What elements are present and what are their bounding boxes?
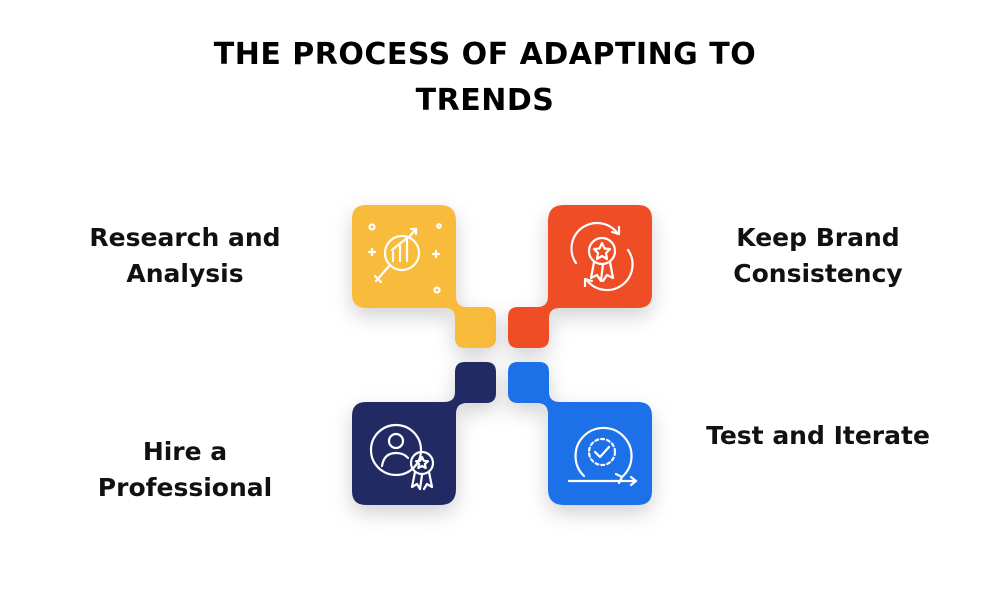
step-label-hire: Hire a Professional (97, 437, 273, 502)
step-tile-brand (508, 205, 652, 348)
step-tile-test (508, 362, 652, 505)
check-cycle-icon (567, 426, 638, 487)
diagram-title: THE PROCESS OF ADAPTING TO TRENDS (213, 37, 757, 118)
magnifier-chart-icon (367, 223, 442, 294)
person-award-icon (369, 423, 435, 491)
step-label-test: Test and Iterate (706, 421, 930, 450)
step-tile-research (352, 205, 496, 348)
step-tile-hire (352, 362, 496, 505)
step-label-brand: Keep Brand Consistency (733, 223, 903, 288)
badge-cycle-icon (570, 221, 634, 292)
step-label-research: Research and Analysis (89, 223, 281, 288)
